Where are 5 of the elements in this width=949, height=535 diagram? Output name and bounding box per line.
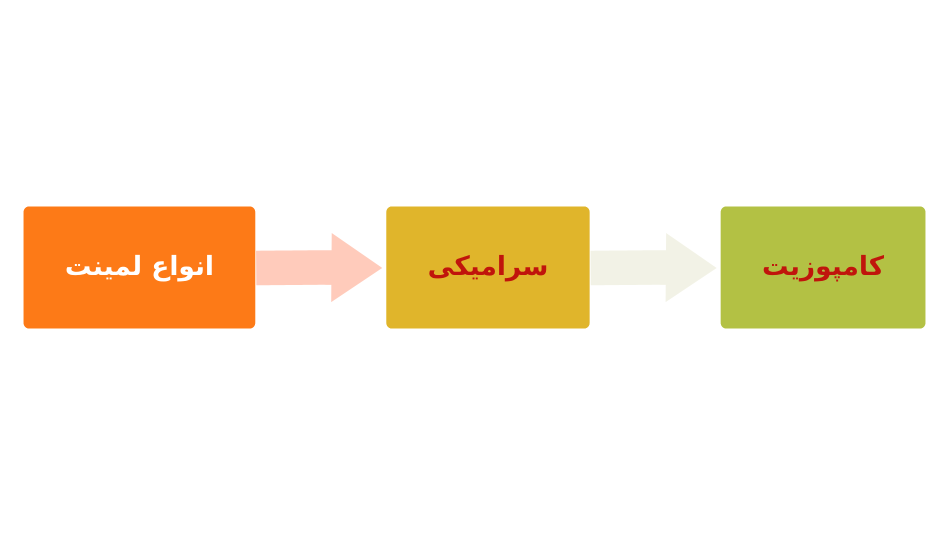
block-arrow <box>256 233 382 302</box>
box-label: انواع لمینت <box>64 250 214 284</box>
box-label: سرامیکی <box>428 250 548 284</box>
box-label: کامپوزیت <box>762 250 884 284</box>
block-arrow <box>590 233 717 302</box>
